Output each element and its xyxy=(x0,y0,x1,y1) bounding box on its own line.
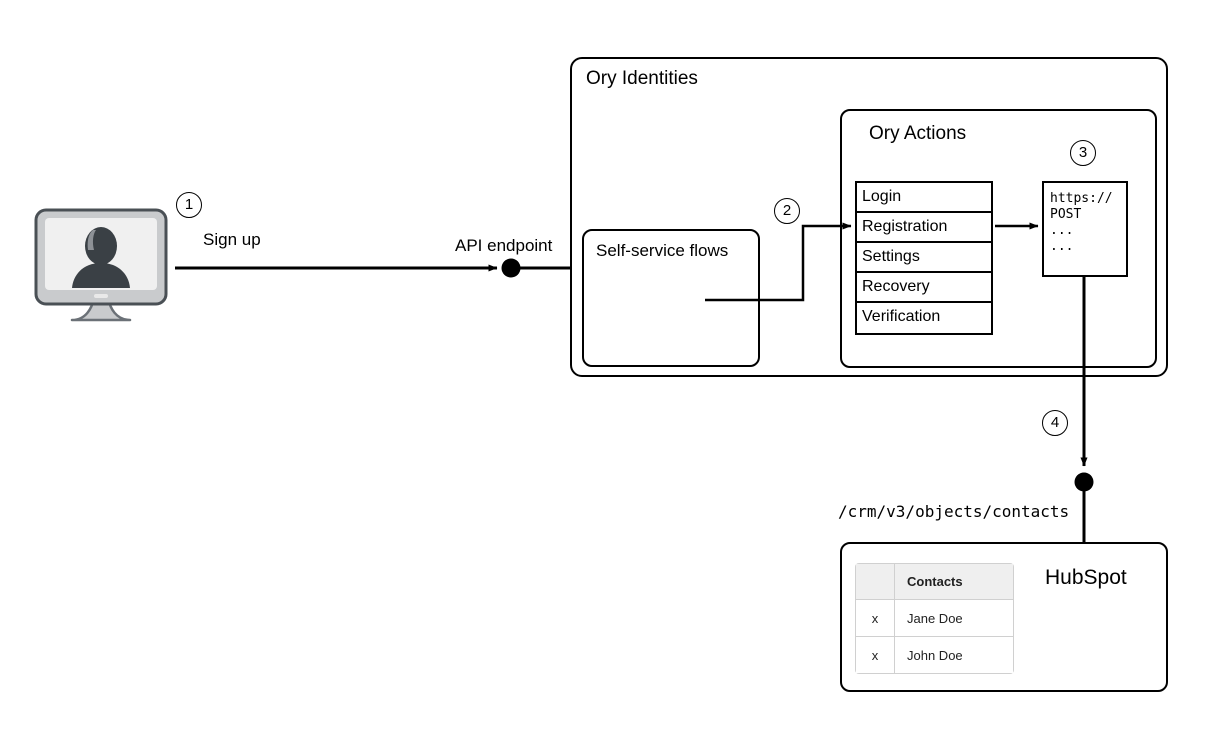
hubspot-container xyxy=(840,542,1168,692)
contacts-table: Contacts x Jane Doe x John Doe xyxy=(855,563,1014,674)
user-avatar-icon xyxy=(72,227,130,288)
signup-label: Sign up xyxy=(203,230,261,249)
self-service-flows-title: Self-service flows xyxy=(596,241,729,260)
table-header-row: Contacts xyxy=(855,563,1014,600)
ory-identities-title: Ory Identities xyxy=(586,68,698,89)
flow-row-login[interactable]: Login xyxy=(857,183,991,213)
api-endpoint-label: API endpoint xyxy=(455,236,553,255)
row-name: Jane Doe xyxy=(894,599,1014,637)
flow-row-recovery[interactable]: Recovery xyxy=(857,273,991,303)
webhook-code-box: https:// POST ... ... xyxy=(1042,181,1128,277)
flow-row-settings[interactable]: Settings xyxy=(857,243,991,273)
hubspot-endpoint-dot xyxy=(1074,472,1094,492)
row-mark: x xyxy=(855,636,895,674)
step-badge-1: 1 xyxy=(176,192,202,218)
flow-row-registration[interactable]: Registration xyxy=(857,213,991,243)
ory-identities-container xyxy=(570,57,1168,377)
client-monitor xyxy=(34,208,168,326)
table-row[interactable]: x John Doe xyxy=(855,636,1014,674)
hubspot-endpoint-path: /crm/v3/objects/contacts xyxy=(838,502,1070,521)
table-header-contacts: Contacts xyxy=(894,563,1014,600)
row-mark: x xyxy=(855,599,895,637)
api-endpoint-dot xyxy=(501,258,521,278)
ory-actions-container xyxy=(840,109,1157,368)
ory-actions-title: Ory Actions xyxy=(869,123,967,144)
step-badge-2: 2 xyxy=(774,198,800,224)
step-badge-3: 3 xyxy=(1070,140,1096,166)
hubspot-title: HubSpot xyxy=(1045,566,1127,589)
table-header-blank xyxy=(855,563,895,600)
monitor-led-icon xyxy=(94,294,108,298)
self-service-flows-box xyxy=(582,229,760,367)
table-row[interactable]: x Jane Doe xyxy=(855,599,1014,637)
step-badge-4: 4 xyxy=(1042,410,1068,436)
flow-row-verification[interactable]: Verification xyxy=(862,308,941,325)
flow-list: Login Registration Settings Recovery Ver… xyxy=(855,181,993,335)
row-name: John Doe xyxy=(894,636,1014,674)
